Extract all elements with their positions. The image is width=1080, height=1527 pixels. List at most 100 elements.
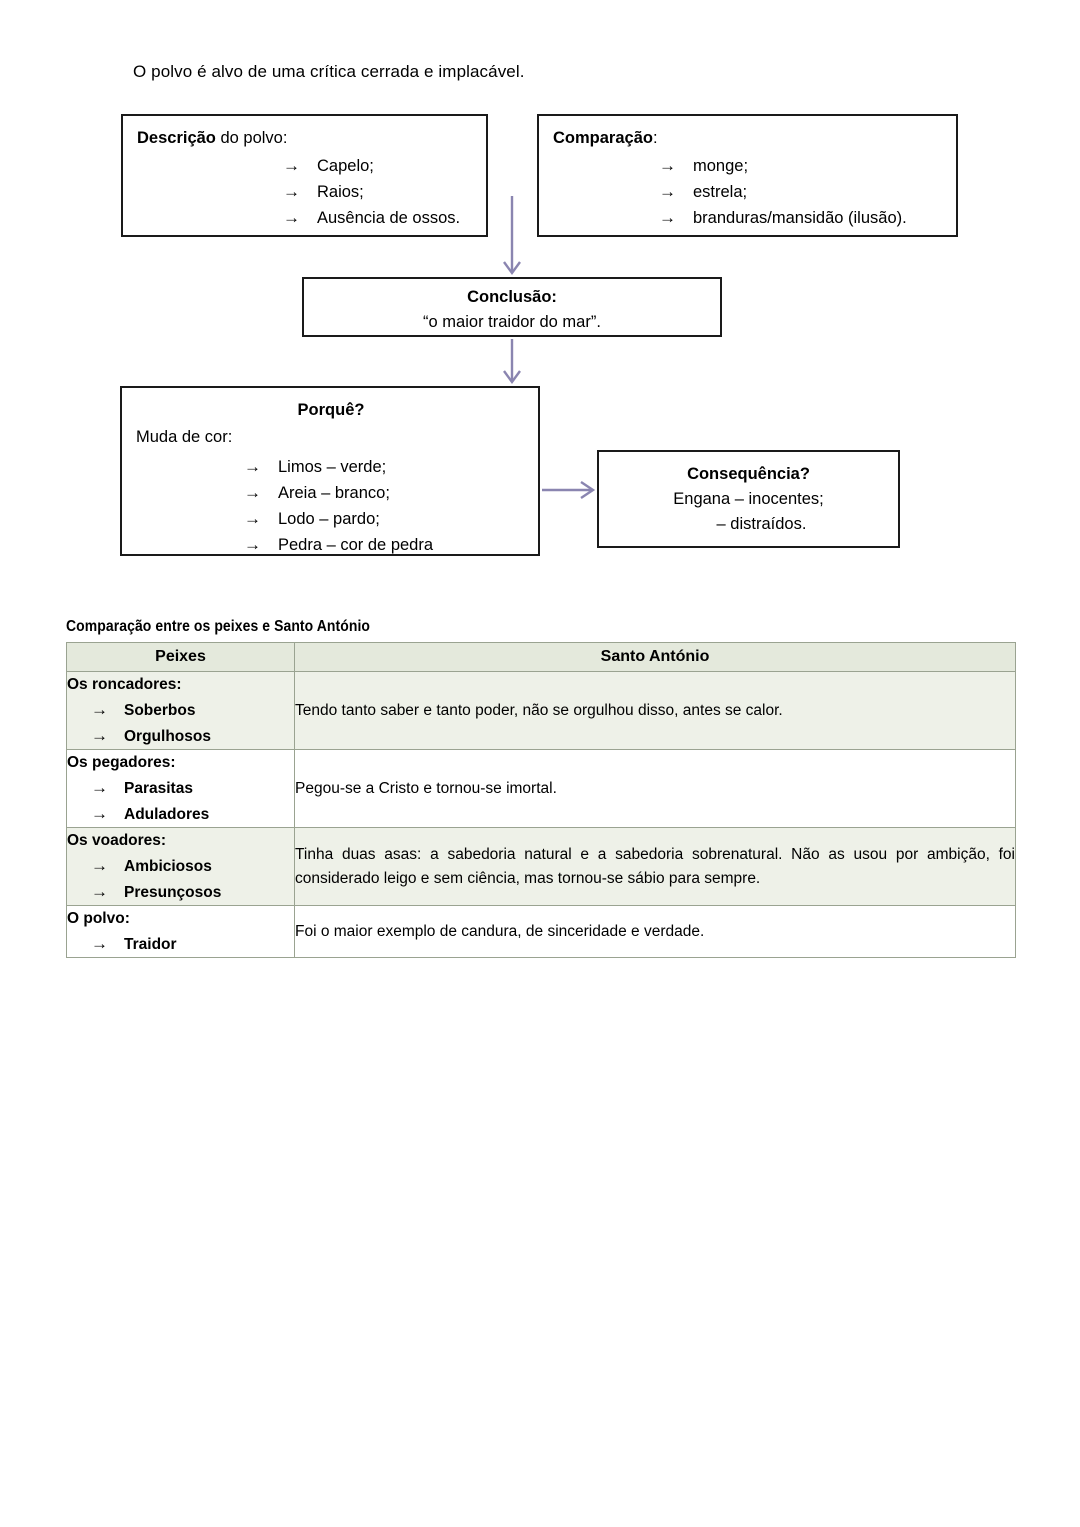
arrow-to-consequencia-head: [580, 481, 596, 499]
list-item-label: Raios;: [317, 183, 364, 201]
list-item: → Aduladores: [91, 801, 294, 827]
list-item-label: Capelo;: [317, 157, 374, 175]
arrow-icon: →: [91, 882, 108, 901]
arrow-icon: →: [244, 457, 261, 476]
fish-group-title: Os roncadores:: [67, 676, 182, 693]
box-consequencia-heading: Consequência?: [687, 465, 810, 483]
box-conclusao-heading: Conclusão:: [467, 288, 557, 306]
list-item: → Raios;: [283, 179, 474, 205]
box-porque-subheading: Muda de cor:: [136, 428, 233, 446]
box-comparacao: Comparação: → monge; → estrela; → branduras…: [537, 114, 958, 237]
list-item-label: Aduladores: [124, 806, 210, 823]
box-conclusao-text: “o maior traidor do mar”.: [423, 313, 601, 331]
column-header-santo-antonio: Santo António: [294, 642, 1016, 672]
list-item: → Ambiciosos: [91, 853, 294, 879]
arrow-icon: →: [283, 182, 300, 201]
box-consequencia-line-1: Engana – inocentes;: [673, 490, 824, 508]
list-item-label: Areia – branco;: [278, 484, 390, 502]
list-item-label: Soberbos: [124, 702, 196, 719]
arrow-icon: →: [659, 182, 676, 201]
fish-trait-list: → Ambiciosos → Presunçosos: [91, 853, 294, 905]
table-row: Os pegadores: → Parasitas → Aduladores Peg…: [66, 749, 1016, 828]
list-item: →Pedra – cor de pedra: [244, 532, 526, 558]
arrow-icon: →: [659, 208, 676, 227]
table-row: Os voadores: → Ambiciosos → Presunçosos Ti…: [66, 827, 1016, 906]
cell-santo-antonio: Tendo tanto saber e tanto poder, não se …: [294, 671, 1016, 750]
arrow-icon: →: [91, 726, 108, 745]
list-item-label: Ausência de ossos.: [317, 209, 461, 227]
box-descricao: Descrição do polvo: → Capelo; → Raios; → Au…: [121, 114, 488, 237]
list-item-label: branduras/mansidão (ilusão).: [693, 209, 907, 227]
table-header-row: Peixes Santo António: [66, 642, 1016, 672]
box-comparacao-heading-rest: :: [652, 129, 658, 147]
cell-santo-antonio: Pegou-se a Cristo e tornou-se imortal.: [294, 749, 1016, 828]
fish-trait-list: → Parasitas → Aduladores: [91, 775, 294, 827]
list-item-label: Traidor: [124, 936, 177, 953]
list-item: → Limos – verde;: [244, 454, 526, 480]
list-item: → Soberbos: [91, 697, 294, 723]
intro-sentence: O polvo é alvo de uma crítica cerrada e …: [133, 62, 525, 81]
list-item: → branduras/mansidão (ilusão).: [659, 205, 944, 231]
box-porque-list: → Limos – verde; → Areia – branco; → Lodo –…: [244, 454, 526, 558]
fish-group-title: Os pegadores:: [67, 754, 176, 771]
arrow-icon: →: [91, 856, 108, 875]
fish-trait-list: → Traidor: [91, 931, 294, 957]
cell-peixes: O polvo: → Traidor: [66, 905, 295, 958]
list-item-label: Orgulhosos: [124, 728, 211, 745]
cell-peixes: Os voadores: → Ambiciosos → Presunçosos: [66, 827, 295, 906]
list-item-label: Ambiciosos: [124, 858, 212, 875]
list-item: → Orgulhosos: [91, 723, 294, 749]
list-item-label: Lodo – pardo;: [278, 510, 380, 528]
box-consequencia-line-2: – distraídos.: [716, 515, 807, 533]
box-descricao-heading-rest: do polvo:: [215, 129, 288, 147]
arrow-icon: →: [91, 804, 108, 823]
list-item: → Traidor: [91, 931, 294, 957]
arrow-icon: →: [283, 156, 300, 175]
table-row: Os roncadores: → Soberbos → Orgulhosos Ten…: [66, 671, 1016, 750]
box-porque: Porquê? Muda de cor: → Limos – verde; → Ar…: [120, 386, 540, 556]
box-descricao-heading-bold: Descrição: [137, 129, 216, 147]
box-comparacao-heading: Comparação:: [553, 126, 944, 151]
box-descricao-list: → Capelo; → Raios; → Ausência de ossos.: [283, 153, 474, 231]
column-header-peixes: Peixes: [66, 642, 295, 672]
arrow-icon: →: [659, 156, 676, 175]
arrow-icon: →: [91, 700, 108, 719]
comparison-table: Peixes Santo António Os roncadores: → Sob…: [66, 642, 1016, 958]
cell-santo-antonio: Foi o maior exemplo de candura, de since…: [294, 905, 1016, 958]
list-item: → Capelo;: [283, 153, 474, 179]
table-title: Comparação entre os peixes e Santo Antón…: [66, 618, 371, 635]
fish-trait-list: → Soberbos → Orgulhosos: [91, 697, 294, 749]
arrow-icon: →: [91, 934, 108, 953]
cell-santo-antonio: Tinha duas asas: a sabedoria natural e a…: [294, 827, 1016, 906]
list-item-label: monge;: [693, 157, 749, 175]
list-item-label: estrela;: [693, 183, 748, 201]
arrow-to-porque-head: [503, 370, 521, 385]
arrow-to-conclusao-head: [503, 261, 521, 276]
fish-group-title: Os voadores:: [67, 832, 167, 849]
box-porque-heading: Porquê?: [297, 401, 365, 419]
arrow-icon: →: [283, 208, 300, 227]
cell-peixes: Os pegadores: → Parasitas → Aduladores: [66, 749, 295, 828]
list-item: → Presunçosos: [91, 879, 294, 905]
fish-group-title: O polvo:: [67, 910, 130, 927]
list-item: → Areia – branco;: [244, 480, 526, 506]
box-consequencia: Consequência? Engana – inocentes; – dist…: [597, 450, 900, 548]
arrow-icon: →: [91, 778, 108, 797]
list-item: → Parasitas: [91, 775, 294, 801]
arrow-icon: →: [244, 509, 261, 528]
list-item-label: Presunçosos: [124, 884, 222, 901]
box-comparacao-heading-bold: Comparação: [553, 129, 653, 147]
table-row: O polvo: → Traidor Foi o maior exemplo de…: [66, 905, 1016, 958]
list-item: → estrela;: [659, 179, 944, 205]
list-item-label: Parasitas: [124, 780, 193, 797]
cell-peixes: Os roncadores: → Soberbos → Orgulhosos: [66, 671, 295, 750]
arrow-icon: →: [244, 483, 261, 502]
list-item-label: Pedra – cor de pedra: [278, 536, 434, 554]
box-comparacao-list: → monge; → estrela; → branduras/mansidão (i…: [659, 153, 944, 231]
box-conclusao: Conclusão: “o maior traidor do mar”.: [302, 277, 722, 337]
list-item: → Ausência de ossos.: [283, 205, 474, 231]
list-item: → Lodo – pardo;: [244, 506, 526, 532]
list-item-label: Limos – verde;: [278, 458, 387, 476]
box-descricao-heading: Descrição do polvo:: [137, 126, 474, 151]
